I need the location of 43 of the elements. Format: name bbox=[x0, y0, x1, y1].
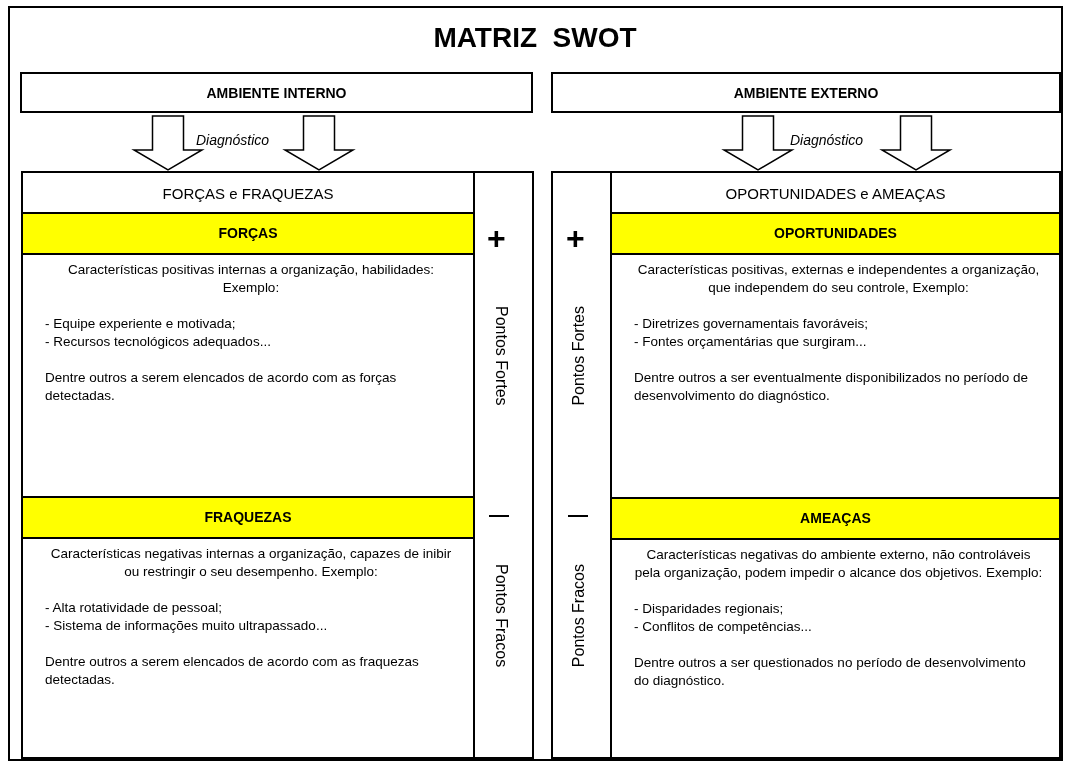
list-item: - Equipe experiente e motivada; bbox=[45, 315, 237, 333]
side-label: Pontos Fracos bbox=[492, 564, 510, 668]
section-heading: OPORTUNIDADES bbox=[612, 214, 1059, 255]
description-text: Características positivas, externas e independentes a organização, que independem do seu controle, Exemplo: bbox=[636, 261, 1041, 297]
environment-box bbox=[551, 72, 1061, 113]
quadrant-panel bbox=[21, 171, 475, 759]
list-item: - Recursos tecnológicos adequados... bbox=[45, 333, 272, 351]
minus-sign: — bbox=[568, 503, 588, 526]
block-arrow bbox=[131, 115, 205, 171]
note-text: Dentre outros a serem elencados de acordo com as fraquezas detectadas. bbox=[45, 653, 420, 689]
list-item: - Conflitos de competências... bbox=[634, 618, 813, 636]
block-arrow bbox=[879, 115, 953, 171]
list-item: - Disparidades regionais; bbox=[634, 600, 785, 618]
arrow-caption: Diagnóstico bbox=[196, 132, 270, 148]
arrow-caption: Diagnóstico bbox=[790, 132, 864, 148]
note-text: Dentre outros a ser questionados no período de desenvolvimento do diagnóstico. bbox=[634, 654, 1027, 690]
panel-heading: OPORTUNIDADES e AMEAÇAS bbox=[724, 184, 947, 204]
list-item: - Fontes orçamentárias que surgiram... bbox=[634, 333, 868, 351]
description-text: Características negativas do ambiente externo, não controláveis pela organização, podem impedir o alcance dos objetivos. Exemplo: bbox=[634, 546, 1043, 582]
minus-sign: — bbox=[489, 503, 509, 526]
side-label: Pontos Fortes bbox=[492, 306, 510, 406]
section-heading: AMEAÇAS bbox=[612, 499, 1059, 540]
box-heading: AMBIENTE INTERNO bbox=[206, 84, 347, 101]
side-label: Pontos Fracos bbox=[570, 564, 588, 668]
panel-heading: FORÇAS e FRAQUEZAS bbox=[161, 184, 335, 204]
list-item: - Diretrizes governamentais favoráveis; bbox=[634, 315, 870, 333]
section-heading: FORÇAS bbox=[23, 214, 473, 255]
block-arrow bbox=[721, 115, 795, 171]
box-heading: AMBIENTE EXTERNO bbox=[733, 84, 879, 101]
block-arrow bbox=[282, 115, 356, 171]
list-item: - Alta rotatividade de pessoal; bbox=[45, 599, 224, 617]
note-text: Dentre outros a ser eventualmente disponibilizados no período de desenvolvimento do diagnóstico. bbox=[634, 369, 1029, 405]
section-heading: FRAQUEZAS bbox=[23, 498, 473, 539]
environment-box bbox=[20, 72, 533, 113]
description-text: Características negativas internas a organização, capazes de inibir ou restringir o seu desempenho. Exemplo: bbox=[49, 545, 453, 581]
plus-sign: + bbox=[487, 222, 506, 254]
quadrant-panel bbox=[610, 171, 1061, 759]
list-item: - Sistema de informações muito ultrapassado... bbox=[45, 617, 329, 635]
plus-sign: + bbox=[566, 222, 585, 254]
title: MATRIZ SWOT bbox=[432, 22, 638, 54]
description-text: Características positivas internas a organização, habilidades: Exemplo: bbox=[66, 261, 436, 297]
note-text: Dentre outros a serem elencados de acordo com as forças detectadas. bbox=[45, 369, 398, 405]
side-label: Pontos Fortes bbox=[570, 306, 588, 406]
